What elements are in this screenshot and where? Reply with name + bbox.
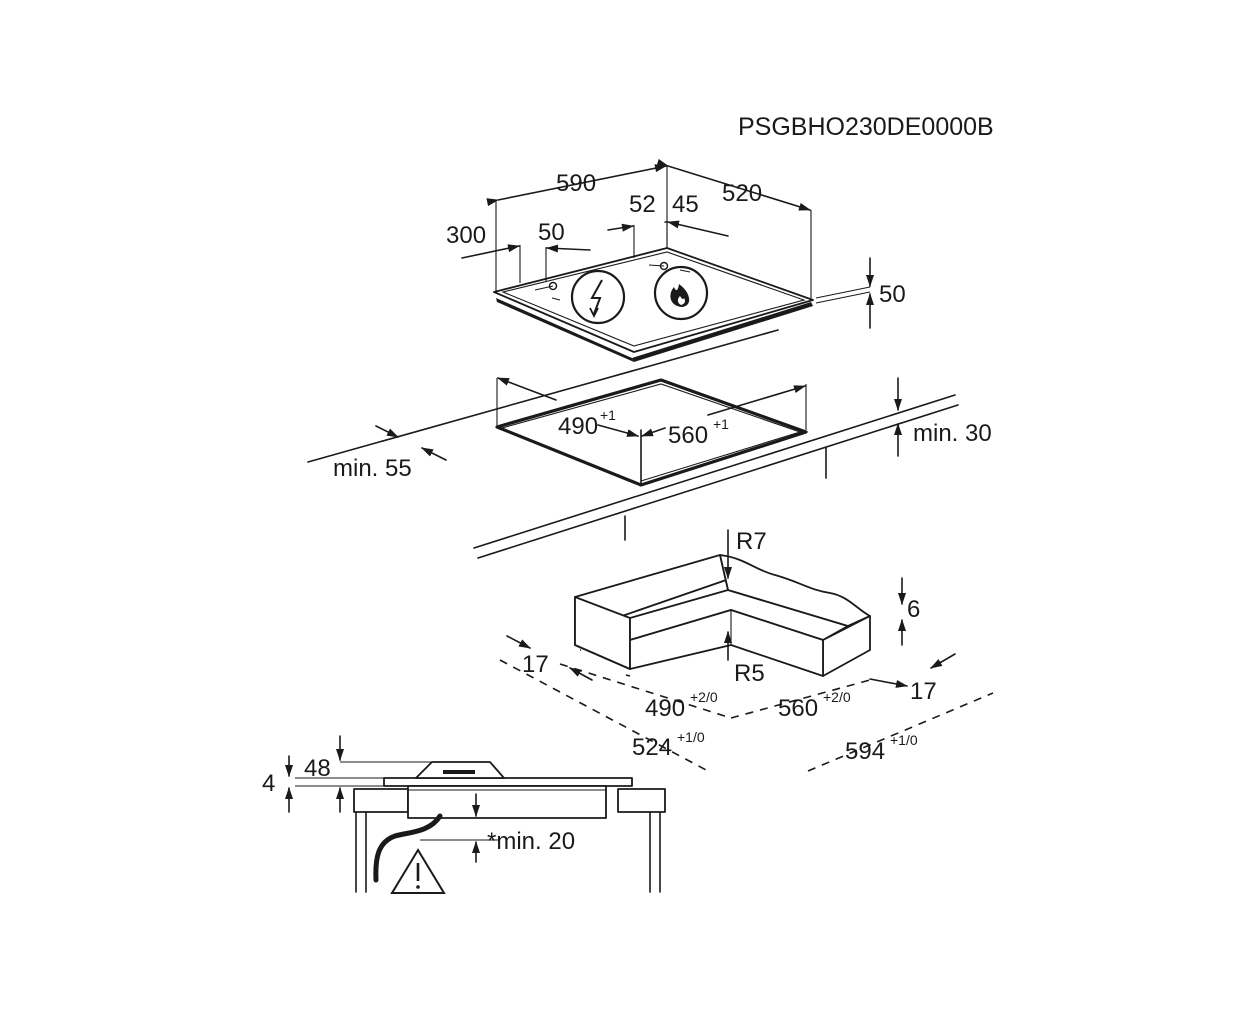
cutout-width-tol: +1 — [713, 416, 729, 432]
inner-width-tol: +2/0 — [823, 689, 851, 705]
gas-offset-b-label: 45 — [672, 191, 699, 218]
rim-right-label: 17 — [910, 678, 937, 705]
cutout-depth-tol: +1 — [600, 407, 616, 423]
electric-connection-icon — [570, 269, 626, 325]
recess-label: 6 — [907, 596, 920, 623]
warning-triangle-icon — [390, 848, 446, 894]
hob-depth-label: 520 — [722, 180, 762, 207]
section-view-drawing: 48 4 *min. 20 — [262, 735, 666, 894]
cutout-depth-label: 490 — [558, 413, 598, 440]
total-height-label: 48 — [304, 755, 331, 782]
hob-height-label: 50 — [879, 281, 906, 308]
elec-offset-b-label: 50 — [538, 219, 565, 246]
radius-inner-label: R5 — [734, 660, 765, 687]
inner-depth-tol: +2/0 — [690, 689, 718, 705]
hob-width-label: 590 — [556, 170, 596, 197]
outer-width-label: 594 — [845, 738, 885, 765]
inner-depth-label: 490 — [645, 695, 685, 722]
outer-width-tol: +1/0 — [890, 732, 918, 748]
gas-offset-a-label: 52 — [629, 191, 656, 218]
front-min-label: min. 55 — [333, 455, 412, 482]
elec-offset-label: 300 — [446, 222, 486, 249]
gas-connection-icon — [653, 265, 709, 321]
worktop-cutout-drawing: 490 +1 560 +1 min. 55 min. 30 — [307, 329, 992, 559]
cutout-width-label: 560 — [668, 422, 708, 449]
inner-width-label: 560 — [778, 695, 818, 722]
hob-drawing: 590 520 52 45 300 50 50 — [446, 158, 906, 362]
outer-depth-label: 524 — [632, 734, 672, 761]
wall-min-label: min. 30 — [913, 420, 992, 447]
model-code: PSGBHO230DE0000B — [738, 113, 994, 141]
radius-outer-label: R7 — [736, 528, 767, 555]
glass-thickness-label: 4 — [262, 770, 275, 797]
clearance-label: *min. 20 — [487, 828, 575, 855]
frame-corner-drawing: R7 R5 6 17 17 490 +2/0 560 +2/0 524 +1/0… — [499, 528, 994, 772]
rim-left-label: 17 — [522, 651, 549, 678]
outer-depth-tol: +1/0 — [677, 729, 705, 745]
